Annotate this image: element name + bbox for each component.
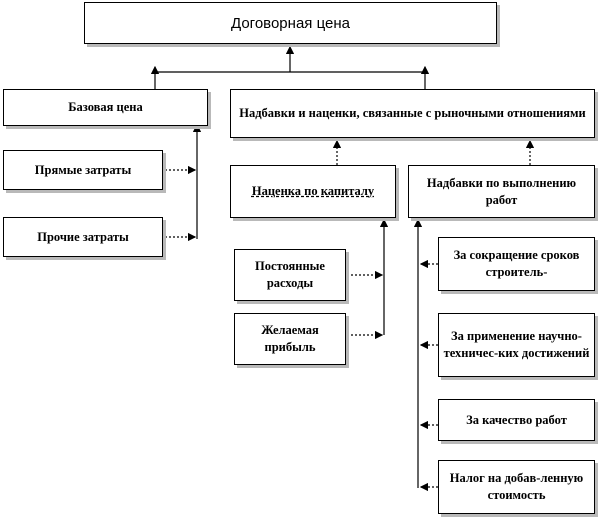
vat-box: Налог на добав-ленную стоимость (438, 460, 595, 514)
desired-profit-label: Желаемая прибыль (261, 323, 319, 354)
reduce-terms-label: За сокращение сроков строитель- (453, 248, 580, 279)
direct-costs-label: Прямые затраты (34, 162, 132, 177)
tech-application-label: За применение научно-техничес-ких достиж… (443, 329, 590, 360)
work-connector (413, 218, 438, 492)
work-markups-box: Надбавки по выполнению работ (408, 165, 595, 218)
work-quality-box: За качество работ (438, 399, 595, 441)
market-markups-label: Надбавки и наценки, связанные с рыночным… (239, 106, 586, 120)
root-connector (150, 45, 430, 89)
direct-costs-box: Прямые затраты (3, 150, 163, 190)
base-price-label: Базовая цена (68, 100, 143, 114)
capital-connector (347, 218, 389, 340)
other-costs-box: Прочие затраты (3, 217, 163, 257)
work-quality-label: За качество работ (466, 412, 567, 427)
tech-application-box: За применение научно-техничес-ких достиж… (438, 313, 595, 377)
vat-label: Налог на добав-ленную стоимость (449, 471, 584, 502)
market-markups-box: Надбавки и наценки, связанные с рыночным… (230, 89, 595, 138)
base-price-box: Базовая цена (3, 89, 208, 126)
root-label: Договорная цена (231, 14, 350, 32)
capital-markup-label: Наценка по капиталу (251, 184, 375, 198)
base-price-connector (165, 123, 202, 242)
fixed-costs-label: Постоянные расходы (255, 259, 325, 290)
root-box: Договорная цена (84, 2, 497, 44)
capital-markup-box: Наценка по капиталу (230, 165, 396, 218)
work-markups-label: Надбавки по выполнению работ (426, 175, 577, 207)
reduce-terms-box: За сокращение сроков строитель- (438, 237, 595, 291)
market-connector (332, 139, 535, 165)
fixed-costs-box: Постоянные расходы (234, 249, 346, 301)
desired-profit-box: Желаемая прибыль (234, 313, 346, 365)
other-costs-label: Прочие затраты (37, 229, 129, 244)
